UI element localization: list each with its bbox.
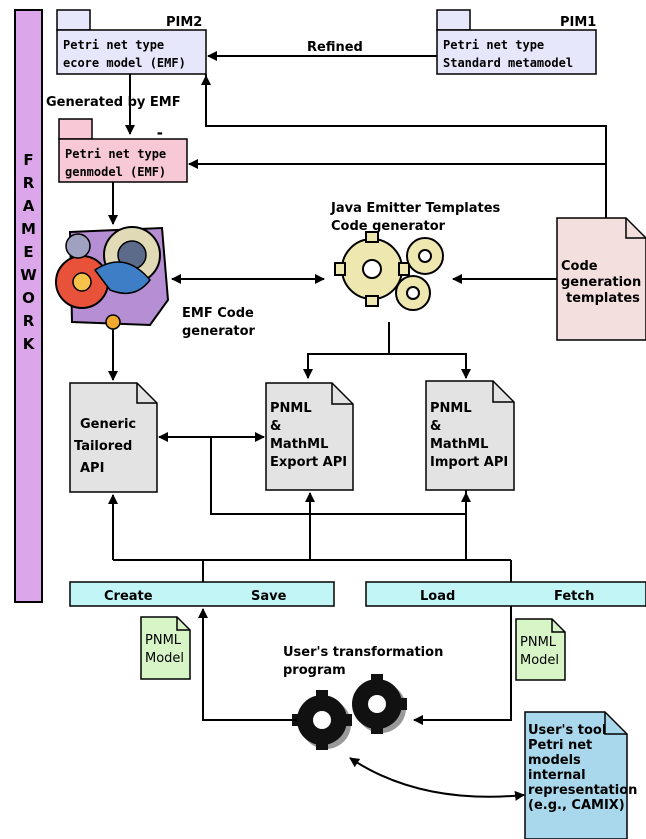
load-label: Load [420,589,455,604]
generic-to-import-line [210,437,466,515]
jet-to-import-line [389,353,471,379]
export-api-line4: Export API [270,455,347,470]
templates-to-pim2-line [205,74,607,218]
svg-text:▬: ▬ [157,130,163,137]
user-program-line2: program [283,663,346,678]
framework-letter-f: F [23,151,33,169]
framework-letter-w: W [20,266,37,284]
user-tool-line3: models [528,753,581,768]
refined-label: Refined [307,40,363,55]
user-program-line1: User's transformation [283,645,443,660]
pnml-left-line2: Model [145,651,184,666]
load-fetch-bar: Load Fetch [365,581,646,607]
export-api-line1: PNML [270,401,312,416]
generic-api-line1: Generic [80,417,136,432]
export-api-line2: & [270,419,281,434]
templates-line2: generation [561,275,641,290]
framework-letter-e: E [23,243,33,261]
export-api-document: PNML & MathML Export API [265,382,354,491]
templates-document: Code generation templates [556,217,646,341]
user-tool-document: User's tool Petri net models internal re… [524,711,637,839]
emf-generator-icon [55,226,170,330]
framework-letter-a: A [23,197,35,215]
pim1-line1: Petri net type [443,38,544,52]
import-api-line1: PNML [430,401,472,416]
user-tool-line2: Petri net [528,738,592,753]
gears-to-create-save-arrow [198,608,297,721]
pnml-left-line1: PNML [145,633,182,648]
pnml-model-right-document: PNML Model [515,618,566,681]
import-api-document: PNML & MathML Import API [425,380,515,491]
user-tool-line5: representation [528,783,637,798]
pim2-line2: ecore model (EMF) [63,56,186,70]
framework-bar: F R A M E W O R K [14,9,43,603]
save-label: Save [251,589,287,604]
generated-by-emf-label: Generated by EMF [46,95,181,110]
genmodel-line1: Petri net type [65,147,166,161]
fetch-label: Fetch [554,589,594,604]
import-api-line4: Import API [430,455,508,470]
pim2-line1: Petri net type [63,38,164,52]
emf-code-gen-line1: EMF Code [182,306,254,321]
generic-api-line2: Tailored [74,439,132,454]
framework-letter-r: R [23,174,35,192]
import-api-line3: MathML [430,437,488,452]
pnml-right-line1: PNML [520,635,557,650]
user-program-gears-icon [292,674,407,750]
genmodel-package: ▬ Petri net type genmodel (EMF) [58,118,188,183]
pnml-model-left-document: PNML Model [140,616,191,680]
import-api-line2: & [430,419,441,434]
jet-line2: Code generator [331,219,446,234]
export-api-line3: MathML [270,437,328,452]
generic-api-document: Generic Tailored API [69,382,158,493]
jet-gears-icon [334,231,444,311]
framework-letter-r2: R [23,312,35,330]
jet-down-line [303,322,390,379]
jet-line1: Java Emitter Templates [330,201,501,216]
pim2-tag: PIM2 [166,15,202,30]
pim1-package: PIM1 Petri net type Standard metamodel [436,9,597,75]
pim1-line2: Standard metamodel [443,56,573,70]
generic-api-line3: API [80,461,104,476]
gears-tool-double-arrow [349,757,525,801]
pnml-right-line2: Model [520,653,559,668]
framework-letter-k: K [23,335,36,353]
user-tool-line1: User's tool [528,723,606,738]
templates-line1: Code [561,259,598,274]
framework-letter-o: O [22,289,35,307]
emf-code-gen-line2: generator [182,324,256,339]
pim1-tag: PIM1 [560,15,596,30]
templates-line3: templates [566,291,640,306]
pim2-package: PIM2 Petri net type ecore model (EMF) [56,9,207,75]
user-tool-line4: internal [528,768,586,783]
create-label: Create [104,589,153,604]
framework-letter-m: M [21,220,36,238]
genmodel-line2: genmodel (EMF) [65,165,166,179]
load-fetch-to-gears-arrow [413,606,512,725]
create-save-bar: Create Save [69,581,335,607]
user-tool-line6: (e.g., CAMIX) [528,798,625,813]
